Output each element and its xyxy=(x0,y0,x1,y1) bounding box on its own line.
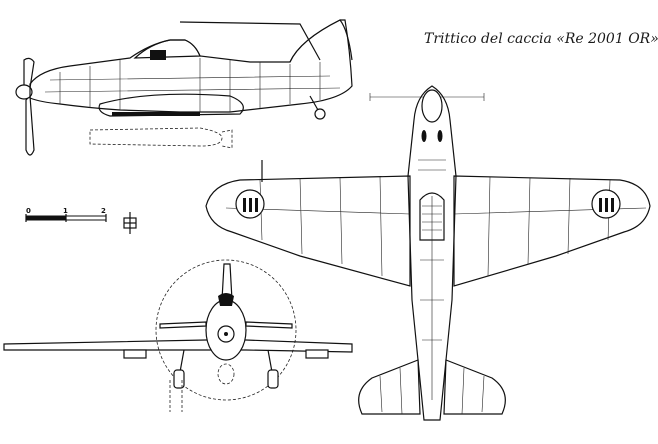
side-fin xyxy=(289,19,353,63)
plan-right-exhaust xyxy=(437,130,443,142)
front-left-wheel xyxy=(173,369,185,389)
front-hub xyxy=(224,332,228,336)
side-wing-shadow xyxy=(112,112,200,116)
front-wing xyxy=(3,339,353,353)
tail-wheel xyxy=(314,108,326,120)
side-panel-lines xyxy=(44,58,341,112)
propeller-lower-blade xyxy=(25,94,35,156)
front-canopy xyxy=(218,293,234,306)
plan-left-exhaust xyxy=(421,130,427,142)
plan-fuselage xyxy=(407,85,457,421)
front-bomb xyxy=(217,363,235,385)
side-canopy-frame xyxy=(150,50,166,60)
side-canopy xyxy=(133,39,201,59)
front-right-wheel xyxy=(267,369,279,389)
plan-left-wing xyxy=(205,175,411,287)
scale-tick-0: 0 xyxy=(26,207,31,215)
plan-wing-panels xyxy=(225,176,647,277)
plan-tail-panels xyxy=(379,367,485,415)
front-left-radiator xyxy=(123,349,147,359)
drawing-caption: Trittico del caccia «Re 2001 OR». xyxy=(424,31,658,47)
plan-spinner xyxy=(421,89,443,123)
plan-right-wing xyxy=(453,175,651,287)
front-right-radiator xyxy=(305,349,329,359)
front-bomb-rack xyxy=(169,380,183,412)
front-tailplane xyxy=(159,321,293,329)
plan-view xyxy=(205,85,651,421)
scale-tick-2: 2 xyxy=(101,207,106,215)
side-fuselage xyxy=(29,19,353,113)
side-view xyxy=(15,19,353,156)
fuselage-emblem-icon xyxy=(123,212,137,234)
front-propeller-disc xyxy=(155,259,297,401)
front-view xyxy=(3,259,353,412)
front-gear-legs xyxy=(179,349,273,373)
spinner xyxy=(15,84,33,100)
plan-right-tailplane xyxy=(443,359,506,415)
plan-fuselage-panels xyxy=(418,159,446,400)
scale-tick-1: 1 xyxy=(63,207,68,215)
left-wing-fasces-icon xyxy=(243,198,258,212)
side-bomb xyxy=(89,127,233,149)
scale-bar xyxy=(25,214,107,222)
side-wing-root xyxy=(98,93,244,117)
tail-wheel-strut xyxy=(309,95,319,111)
plan-cockpit-frames xyxy=(422,196,442,240)
side-antenna-mast xyxy=(179,21,321,61)
plan-cockpit xyxy=(419,192,445,241)
right-wing-fasces-icon xyxy=(599,198,614,212)
plan-left-tailplane xyxy=(358,359,421,415)
